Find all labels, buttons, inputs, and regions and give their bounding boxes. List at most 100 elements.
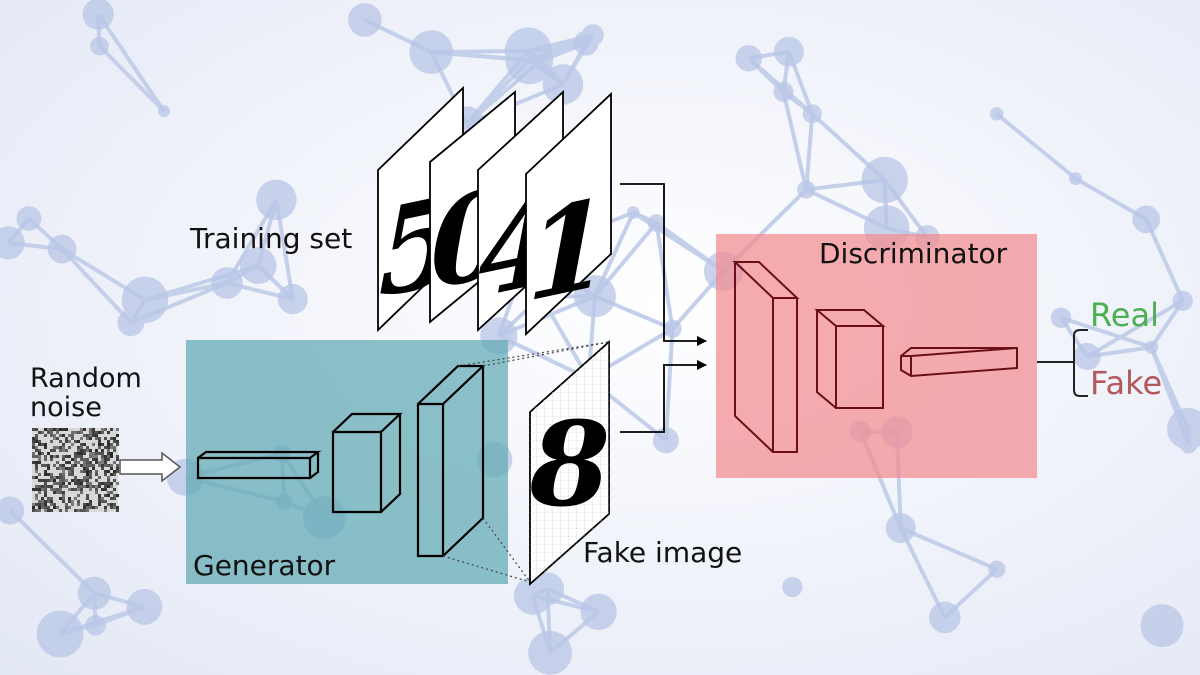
noise-pixel [89, 482, 92, 485]
noise-pixel [89, 476, 92, 479]
network-node [580, 593, 617, 631]
noise-pixel [44, 434, 47, 437]
noise-pixel [107, 482, 110, 485]
network-node [573, 275, 617, 318]
noise-pixel [65, 503, 68, 506]
noise-pixel [101, 443, 104, 446]
noise-pixel [50, 476, 53, 479]
noise-pixel [98, 482, 101, 485]
noise-pixel [104, 470, 107, 473]
network-node [16, 206, 42, 231]
network-node [157, 105, 170, 118]
noise-pixel [104, 428, 107, 431]
noise-pixel [38, 488, 41, 491]
noise-pixel [77, 455, 80, 458]
noise-pixel [83, 458, 86, 461]
noise-pixel [98, 461, 101, 464]
fake-image-panel: 8 [529, 340, 611, 586]
noise-pixel [71, 434, 74, 437]
noise-pixel [62, 464, 65, 467]
noise-pixel [101, 464, 104, 467]
network-node [528, 630, 573, 675]
noise-pixel [38, 431, 41, 434]
noise-pixel [71, 473, 74, 476]
noise-pixel [116, 455, 119, 458]
discriminator-box [716, 234, 1037, 478]
noise-pixel [107, 503, 110, 506]
noise-pixel [44, 455, 47, 458]
noise-pixel [68, 440, 71, 443]
noise-pixel [92, 458, 95, 461]
noise-pixel [83, 476, 86, 479]
noise-pixel [95, 434, 98, 437]
noise-pixel [53, 437, 56, 440]
noise-pixel [65, 440, 68, 443]
noise-pixel [104, 437, 107, 440]
network-node [256, 179, 297, 221]
noise-pixel [47, 497, 50, 500]
noise-pixel [113, 449, 116, 452]
network-node [348, 3, 382, 37]
network-node [988, 560, 1006, 578]
noise-pixel [89, 461, 92, 464]
noise-pixel [95, 473, 98, 476]
noise-pixel [77, 503, 80, 506]
training-digit: 1 [526, 170, 609, 329]
noise-pixel [104, 446, 107, 449]
network-node [504, 27, 552, 75]
noise-pixel [50, 458, 53, 461]
noise-pixel [62, 473, 65, 476]
noise-pixel [86, 494, 89, 497]
noise-pixel [80, 452, 83, 455]
noise-pixel [56, 476, 59, 479]
noise-pixel [56, 437, 59, 440]
noise-pixel [62, 443, 65, 446]
noise-pixel [50, 473, 53, 476]
noise-pixel [59, 497, 62, 500]
noise-pixel [44, 503, 47, 506]
noise-pixel [53, 506, 56, 509]
noise-pixel [104, 473, 107, 476]
noise-pixel [95, 431, 98, 434]
noise-pixel [101, 500, 104, 503]
noise-pixel [113, 506, 116, 509]
noise-pixel [62, 434, 65, 437]
noise-pixel [101, 455, 104, 458]
random-noise-line1: Random [30, 363, 142, 394]
network-node [773, 81, 794, 102]
network-link [1144, 218, 1185, 302]
fake-digit: 8 [529, 397, 611, 533]
noise-pixel [71, 431, 74, 434]
network-link [804, 113, 815, 190]
noise-pixel [32, 452, 35, 455]
noise-pixel [56, 488, 59, 491]
network-node [647, 214, 666, 232]
noise-pixel [116, 434, 119, 437]
noise-pixel [113, 497, 116, 500]
noise-pixel [53, 491, 56, 494]
noise-pixel [89, 488, 92, 491]
noise-pixel [35, 509, 38, 512]
noise-pixel [41, 500, 44, 503]
noise-pixel [101, 482, 104, 485]
noise-pixel [89, 449, 92, 452]
noise-pixel [92, 452, 95, 455]
network-node [36, 610, 84, 658]
noise-pixel [32, 506, 35, 509]
noise-pixel [89, 464, 92, 467]
noise-pixel [50, 428, 53, 431]
noise-pixel [86, 509, 89, 512]
noise-pixel [38, 509, 41, 512]
noise-pixel [116, 509, 119, 512]
noise-pixel [80, 431, 83, 434]
network-node [773, 36, 804, 67]
noise-pixel [113, 437, 116, 440]
noise-pixel [65, 455, 68, 458]
noise-pixel [62, 494, 65, 497]
noise-pixel [44, 470, 47, 473]
network-node [277, 284, 308, 315]
noise-pixel [56, 482, 59, 485]
noise-pixel [59, 464, 62, 467]
noise-pixel [104, 509, 107, 512]
